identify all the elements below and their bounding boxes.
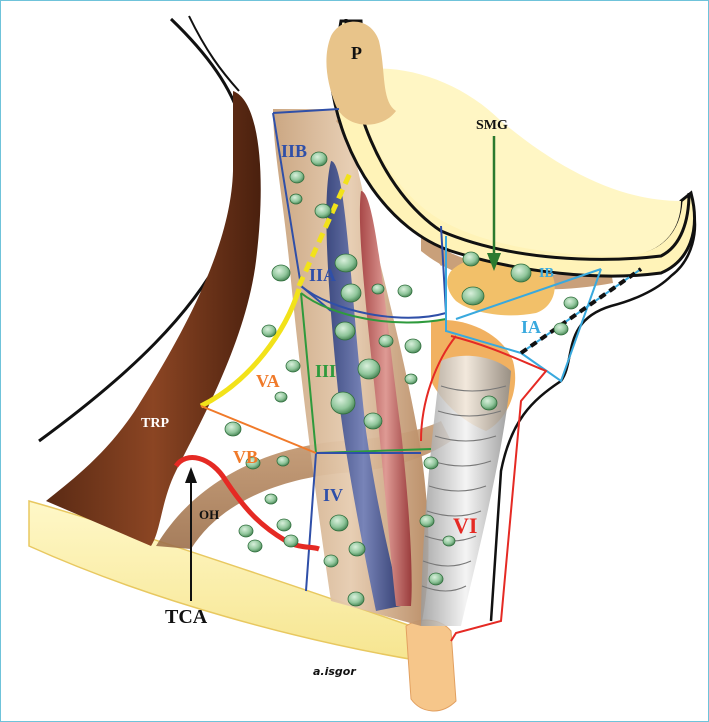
level-V-boundary — [200, 405, 317, 454]
parotid-gland — [326, 21, 396, 125]
hyoid-dotted-line — [519, 267, 643, 355]
label-level-IV: IV — [323, 485, 343, 505]
level-IV-boundary — [305, 452, 421, 592]
label-level-VI: VI — [453, 513, 477, 538]
posterior-neck-inner-outline — [188, 15, 240, 92]
label-level-IIA: IIA — [309, 265, 336, 285]
label-level-IIB: IIB — [281, 141, 307, 161]
label-smg: SMG — [476, 118, 508, 133]
label-level-VA: VA — [256, 371, 280, 391]
mandible-body — [353, 68, 681, 256]
sternum — [405, 619, 457, 712]
level-IA-boundary — [455, 268, 602, 383]
label-omohyoid: OH — [199, 507, 219, 522]
internal-jugular-vein — [326, 161, 401, 611]
label-level-III: III — [315, 361, 336, 381]
accessory-nerve-dashed — [296, 169, 354, 288]
tca-arrowhead — [185, 467, 197, 483]
transverse-cervical-artery — [173, 455, 320, 552]
accessory-nerve-line — [199, 288, 302, 409]
label-tca: TCA — [165, 606, 208, 628]
smg-arrowhead — [487, 253, 501, 271]
label-level-IB: IB — [539, 266, 554, 281]
label-level-VB: VB — [233, 447, 258, 467]
level-VI-boundary — [420, 335, 548, 642]
carotid-artery — [359, 191, 412, 606]
tracheal-rings — [421, 385, 507, 592]
trapezius-muscle — [46, 91, 261, 546]
label-trapezius: TRP — [141, 416, 169, 431]
lymph-nodes — [224, 151, 579, 607]
author-signature: a.isgor — [313, 665, 356, 678]
label-level-IA: IA — [521, 317, 541, 337]
label-parotid: P — [351, 43, 362, 63]
anterior-neck-outline — [489, 200, 697, 622]
level-IIA-boundary — [300, 225, 448, 319]
